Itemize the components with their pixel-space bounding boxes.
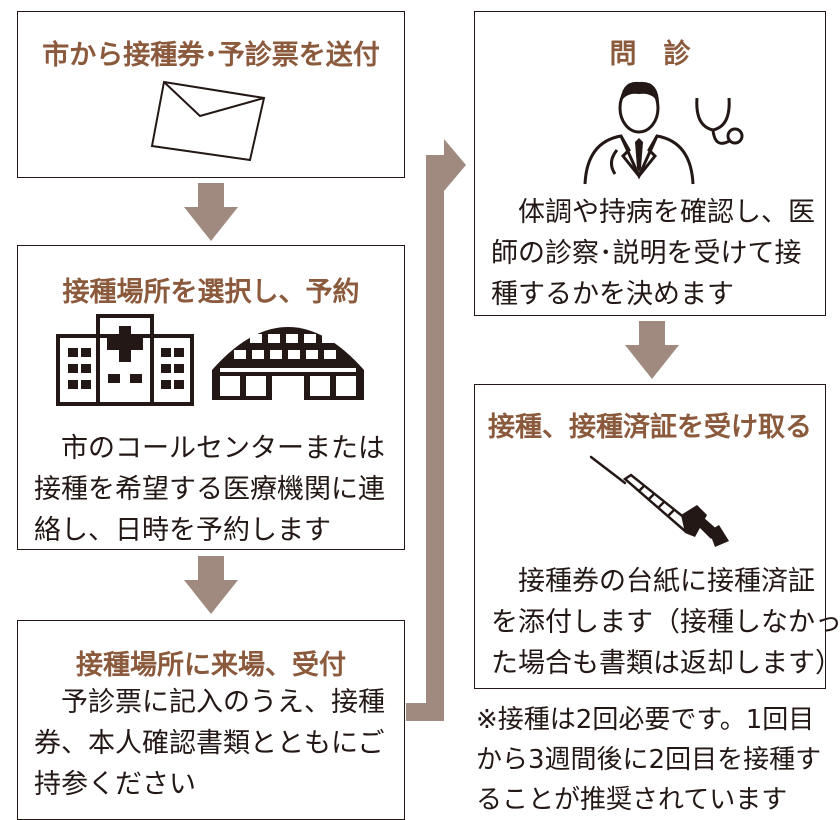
step-send-tickets: 市から接種券･予診票を送付	[17, 11, 405, 178]
syringe-icon	[589, 455, 729, 547]
step-select-place-title: 接種場所を選択し、予約	[62, 277, 360, 308]
connector-arrow	[406, 139, 466, 721]
hospital-icon	[56, 314, 194, 406]
step-consultation-text: 体調や持病を確認し、医 師の診察･説明を受けて接 種するかを決めます	[491, 197, 815, 310]
step-receive-certificate-title: 接種、接種済証を受け取る	[488, 412, 812, 443]
envelope-icon	[150, 80, 266, 162]
step-consultation: 問 診 体調や持病を確認し、医 師の診察･説明を受けて接 種するかを決めます	[474, 11, 826, 316]
step-visit-reception-text: 予診票に記入のうえ、接種 券、本人確認書類とともにご 持参ください	[34, 687, 385, 800]
step-receive-certificate: 接種、接種済証を受け取る 接種券の台紙に接種済証 を添付します（接種しなかっ た…	[474, 384, 840, 689]
doctor-icon	[583, 81, 744, 185]
arrow-down-2	[184, 556, 238, 614]
step-send-tickets-title: 市から接種券･予診票を送付	[42, 40, 380, 71]
arrow-down-1	[184, 183, 238, 241]
footnote: ※接種は2回必要です。1回目 から3週間後に2回目を接種す ることが推奨されてい…	[476, 705, 822, 815]
arrow-down-3	[625, 321, 679, 379]
step-select-place-text: 市のコールセンターまたは 接種を希望する医療機関に連 絡し、日時を予約します	[34, 433, 385, 546]
step-visit-reception: 接種場所に来場、受付 予診票に記入のうえ、接種 券、本人確認書類とともにご 持参…	[17, 620, 405, 820]
step-consultation-title: 問 診	[609, 39, 691, 70]
step-visit-reception-title: 接種場所に来場、受付	[76, 650, 346, 681]
step-receive-certificate-text: 接種券の台紙に接種済証 を添付します（接種しなかっ た場合も書類は返却します）	[491, 566, 840, 679]
step-select-place: 接種場所を選択し、予約	[17, 245, 405, 550]
dome-icon	[212, 327, 364, 400]
